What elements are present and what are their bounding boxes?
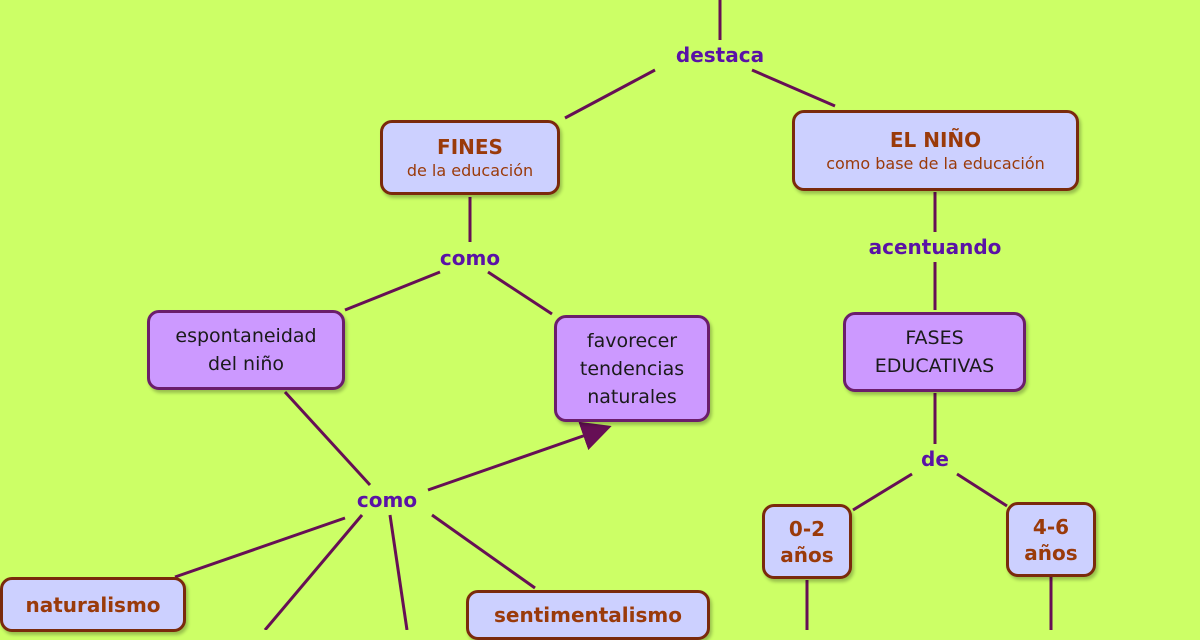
node-el-nino-subtitle: como base de la educación <box>826 153 1045 173</box>
node-naturalismo[interactable]: naturalismo <box>0 577 186 632</box>
label-de: de <box>918 447 952 471</box>
label-destaca: destaca <box>672 43 768 67</box>
node-0-2-line1: 0-2 <box>788 516 826 541</box>
line-como-to-offscreen-a <box>263 514 364 630</box>
node-4-6-anos[interactable]: 4-6 años <box>1006 502 1096 577</box>
node-sentimentalismo-title: sentimentalismo <box>493 603 683 627</box>
arrow-como-to-favorecer <box>427 421 612 492</box>
node-favorecer-line3: naturales <box>587 385 677 408</box>
label-acentuando: acentuando <box>865 235 1005 259</box>
line-espontaneidad-to-como <box>283 390 372 487</box>
node-sentimentalismo[interactable]: sentimentalismo <box>466 590 710 640</box>
node-0-2-line2: años <box>780 542 834 567</box>
node-naturalismo-title: naturalismo <box>25 592 161 617</box>
line-como-to-espontaneidad <box>344 270 441 312</box>
line-destaca-to-el-nino <box>751 68 836 108</box>
node-fases-line2: EDUCATIVAS <box>874 355 995 377</box>
node-espontaneidad[interactable]: espontaneidad del niño <box>147 310 345 390</box>
line-como-to-offscreen-b <box>388 514 409 630</box>
line-de-to-0-2 <box>852 472 913 512</box>
node-fases[interactable]: FASES EDUCATIVAS <box>843 312 1026 392</box>
node-0-2-anos[interactable]: 0-2 años <box>762 504 852 579</box>
label-como-bottom: como <box>353 488 421 512</box>
line-destaca-to-fines <box>564 68 656 120</box>
node-4-6-line1: 4-6 <box>1032 514 1070 539</box>
node-favorecer[interactable]: favorecer tendencias naturales <box>554 315 710 422</box>
node-fines-title: FINES <box>437 134 503 159</box>
line-como-to-favorecer <box>487 270 553 316</box>
node-favorecer-line1: favorecer <box>586 329 678 352</box>
node-espontaneidad-line2: del niño <box>207 353 285 375</box>
node-4-6-line2: años <box>1024 540 1078 565</box>
node-fines[interactable]: FINES de la educación <box>380 120 560 195</box>
line-de-to-4-6 <box>956 472 1008 508</box>
node-el-nino[interactable]: EL NIÑO como base de la educación <box>792 110 1079 191</box>
node-favorecer-line2: tendencias <box>579 357 685 380</box>
node-fases-line1: FASES <box>905 327 964 349</box>
line-como-to-naturalismo <box>174 516 346 579</box>
line-como-to-sentimentalismo <box>431 513 536 590</box>
node-fines-subtitle: de la educación <box>406 160 534 180</box>
node-el-nino-title: EL NIÑO <box>889 127 982 152</box>
label-como-top: como <box>436 246 504 270</box>
node-espontaneidad-line1: espontaneidad <box>175 325 317 347</box>
